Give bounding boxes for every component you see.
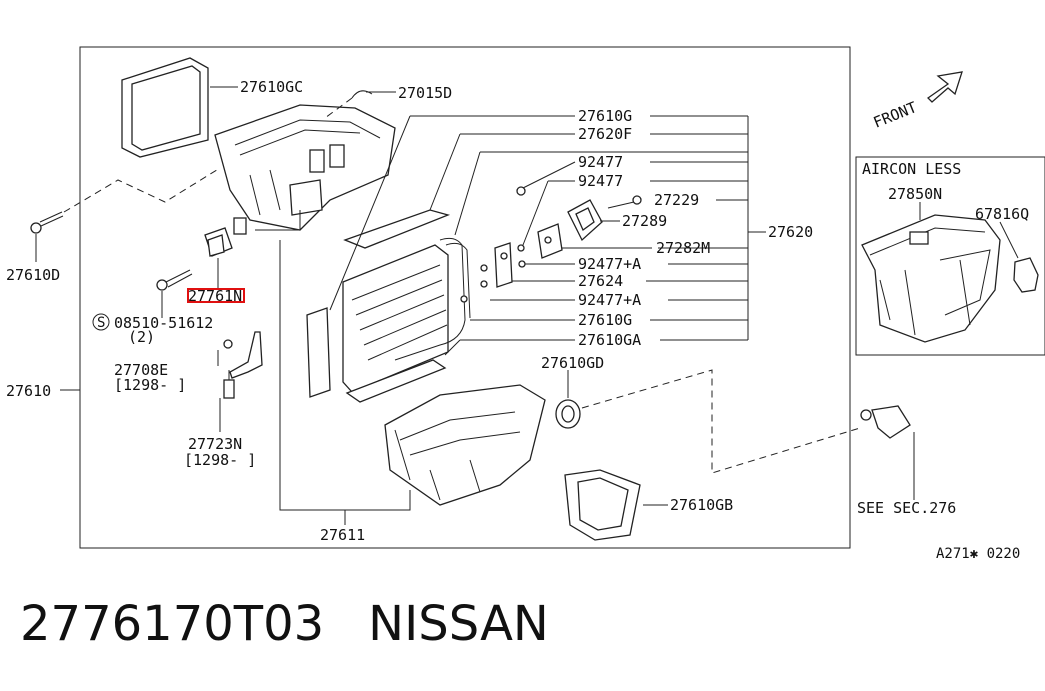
sensor-27708e[interactable]: [223, 331, 263, 379]
label-27610ga: 27610GA: [578, 331, 641, 349]
label-27620f: 27620F: [578, 125, 632, 143]
label-27624: 27624: [578, 272, 623, 290]
label-92477-1: 92477: [578, 153, 623, 171]
highlight-box: [187, 288, 245, 303]
heater-unit-27850n[interactable]: [861, 214, 1001, 343]
label-27610g-2: 27610G: [578, 311, 632, 329]
label-27610g-1: 27610G: [578, 107, 632, 125]
label-27708e: 27708E: [114, 361, 168, 379]
screw-symbol-icon: [92, 313, 110, 331]
label-27723n-date: [1298- ]: [184, 451, 256, 469]
label-92477a-1: 92477+A: [578, 255, 641, 273]
grommet-27610gd[interactable]: [555, 399, 581, 429]
label-27620: 27620: [768, 223, 813, 241]
label-27761n: 27761N: [188, 287, 242, 305]
label-aircon-less: AIRCON LESS: [862, 160, 961, 178]
evaporator-core[interactable]: [342, 209, 451, 403]
label-92477a-2: 92477+A: [578, 291, 641, 309]
aircon-less-frame: [855, 156, 1045, 356]
screw-08510-51612[interactable]: [156, 269, 193, 291]
label-27610gb: 27610GB: [670, 496, 733, 514]
label-screw-qty: (2): [128, 328, 155, 346]
clip-27610d[interactable]: [30, 211, 64, 234]
caption-brand: NISSAN: [368, 596, 549, 652]
seal-strip[interactable]: [306, 307, 331, 398]
label-67816q: 67816Q: [975, 205, 1029, 223]
resistor-27761n[interactable]: [204, 217, 247, 257]
label-27282m: 27282M: [656, 239, 710, 257]
label-screw-symbol: S: [97, 315, 105, 331]
leader-27620-group: [329, 115, 766, 356]
filter-27610gc[interactable]: [121, 57, 209, 158]
label-front: FRONT: [871, 98, 920, 132]
label-27610gc: 27610GC: [240, 78, 303, 96]
expansion-valve-27624[interactable]: [494, 242, 513, 288]
label-27289: 27289: [622, 212, 667, 230]
label-27708e-date: [1298- ]: [114, 376, 186, 394]
bolt-27229[interactable]: [607, 195, 642, 209]
label-27610gd: 27610GD: [541, 354, 604, 372]
label-27015d: 27015D: [398, 84, 452, 102]
caption-part-number: 2776170T03: [20, 596, 325, 652]
pipe-b: [445, 242, 471, 319]
connector-27723n[interactable]: [223, 370, 235, 399]
label-27723n: 27723N: [188, 435, 242, 453]
lower-case-27611[interactable]: [384, 384, 546, 506]
main-frame: [79, 46, 851, 549]
label-27611: 27611: [320, 526, 365, 544]
seal-27289[interactable]: [567, 199, 603, 242]
grommet-67816q[interactable]: [1013, 257, 1039, 293]
label-27610d: 27610D: [6, 266, 60, 284]
label-27229: 27229: [654, 191, 699, 209]
label-see-sec: SEE SEC.276: [857, 499, 956, 517]
front-arrow-icon: [926, 71, 963, 103]
pipe-a: [394, 237, 466, 361]
label-screw: 08510-51612: [114, 314, 213, 332]
label-92477-2: 92477: [578, 172, 623, 190]
duct-part-sec276[interactable]: [860, 405, 911, 439]
upper-case[interactable]: [214, 104, 396, 231]
filter-frame-27610gb[interactable]: [564, 469, 641, 541]
oring-92477[interactable]: [480, 186, 526, 288]
part-caption: 2776170T03 NISSAN: [20, 596, 593, 652]
block-27282m[interactable]: [537, 223, 563, 259]
label-27610: 27610: [6, 382, 51, 400]
label-27850n: 27850N: [888, 185, 942, 203]
seal-27015d[interactable]: [351, 90, 373, 99]
label-ref-code: A271✱ 0220: [936, 546, 1020, 562]
